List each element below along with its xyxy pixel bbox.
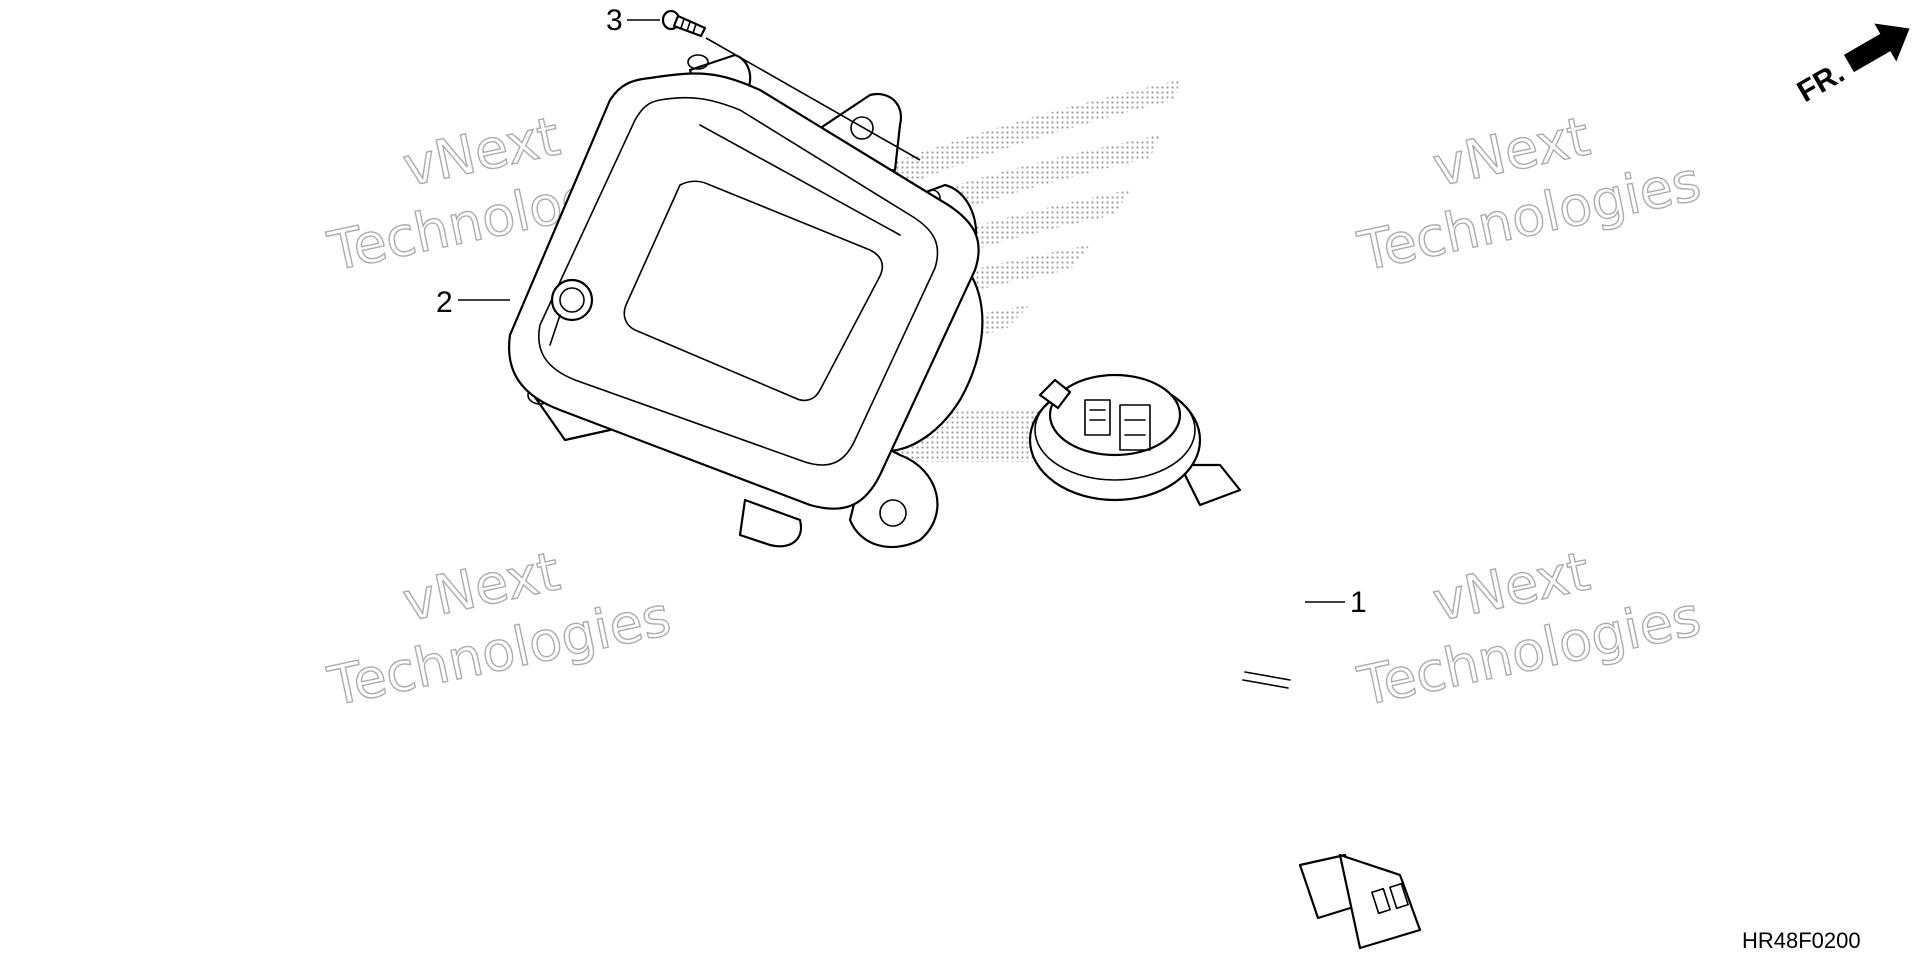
callout-2: 2 <box>436 286 453 319</box>
diagram-code: HR48F0200 <box>1742 928 1861 953</box>
meter-assembly <box>508 53 984 549</box>
screw <box>661 9 707 38</box>
watermark-bottom-left: vNext Technologies <box>322 539 677 719</box>
callout-3: 3 <box>606 4 623 37</box>
callout-1: 1 <box>1350 586 1367 619</box>
wire-harness <box>1028 373 1422 950</box>
watermark-bottom-right: vNext Technologies <box>1352 539 1707 719</box>
fr-label: FR. <box>1792 56 1850 109</box>
front-arrow-icon <box>1843 23 1910 73</box>
front-direction-indicator: FR. <box>1792 23 1910 109</box>
watermark-top-right: vNext Technologies <box>1352 104 1707 284</box>
leader-line-3b <box>705 37 921 161</box>
